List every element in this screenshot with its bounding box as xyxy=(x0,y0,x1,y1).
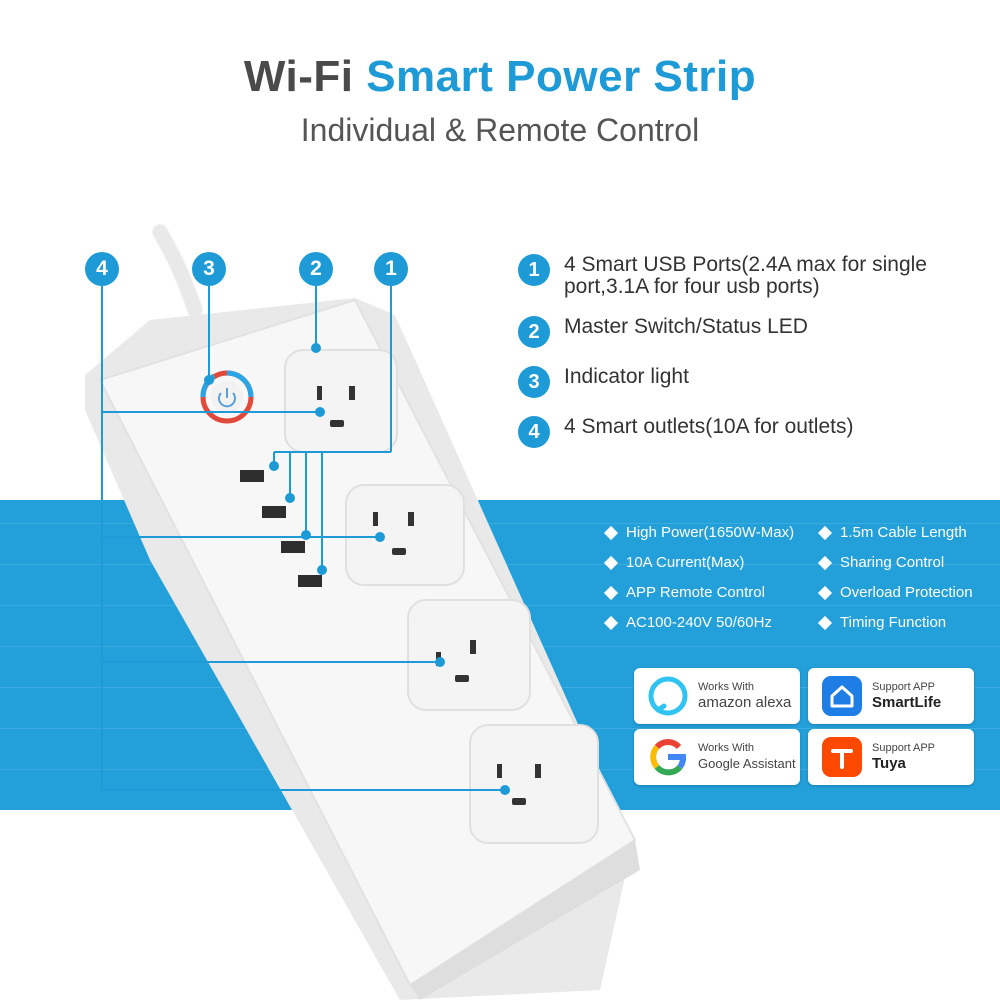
callout-list: 1 4 Smart USB Ports(2.4A max for single … xyxy=(518,252,988,464)
smartlife-badge-line1: Support APP xyxy=(872,680,935,693)
feature-text: 10A Current(Max) xyxy=(626,554,745,571)
google-badge: Works With Google Assistant xyxy=(634,729,800,785)
diamond-icon xyxy=(603,615,619,630)
feature-item: Timing Function xyxy=(817,614,1000,631)
leader-lines xyxy=(101,286,505,791)
alexa-badge: Works With amazon alexa xyxy=(634,668,800,724)
feature-list: High Power(1650W-Max) 1.5m Cable Length … xyxy=(603,524,1000,631)
callout-text: Indicator light xyxy=(564,365,689,388)
callout-text: 4 Smart USB Ports(2.4A max for single po… xyxy=(564,253,927,298)
feature-text: Sharing Control xyxy=(840,554,945,571)
marker-1: 1 xyxy=(374,252,408,286)
marker-4: 4 xyxy=(85,252,119,286)
smartlife-badge: Support APP SmartLife xyxy=(808,668,974,724)
feature-item: High Power(1650W-Max) xyxy=(603,524,820,541)
outlet-1 xyxy=(284,349,398,453)
google-logo xyxy=(650,739,686,776)
tuya-logo xyxy=(822,737,862,777)
outlet-2 xyxy=(345,484,465,586)
tuya-badge-line1: Support APP xyxy=(872,741,935,754)
smartlife-logo xyxy=(822,676,862,716)
diamond-icon xyxy=(603,585,619,600)
feature-text: APP Remote Control xyxy=(626,584,765,601)
feature-item: APP Remote Control xyxy=(603,584,820,601)
title-wifi: Wi-Fi xyxy=(243,52,354,101)
google-badge-line2: Google Assistant xyxy=(698,755,796,771)
callout-item: 1 4 Smart USB Ports(2.4A max for single … xyxy=(518,252,988,298)
google-badge-line1: Works With xyxy=(698,741,755,754)
callout-text: Master Switch/Status LED xyxy=(564,315,808,338)
alexa-badge-line1: Works With xyxy=(698,680,755,693)
alexa-badge-line2: amazon alexa xyxy=(698,693,792,711)
title-product: Smart Power Strip xyxy=(366,52,757,101)
feature-item: AC100-240V 50/60Hz xyxy=(603,614,820,631)
diamond-icon xyxy=(817,585,833,600)
callout-item: 3 Indicator light xyxy=(518,364,988,398)
feature-item: 10A Current(Max) xyxy=(603,554,820,571)
feature-item: Overload Protection xyxy=(817,584,1000,601)
diamond-icon xyxy=(603,525,619,540)
outlet-4 xyxy=(469,724,599,844)
feature-text: Overload Protection xyxy=(840,584,973,601)
alexa-logo xyxy=(648,676,688,716)
callout-number: 1 xyxy=(518,254,550,286)
callout-text: 4 Smart outlets(10A for outlets) xyxy=(564,415,854,438)
diamond-icon xyxy=(817,525,833,540)
feature-text: 1.5m Cable Length xyxy=(840,524,967,541)
feature-text: AC100-240V 50/60Hz xyxy=(626,614,772,631)
page-title: Wi-Fi Smart Power Strip xyxy=(0,52,1000,102)
power-cable xyxy=(153,225,202,317)
callout-number: 4 xyxy=(518,416,550,448)
diamond-icon xyxy=(603,555,619,570)
callout-number: 3 xyxy=(518,366,550,398)
feature-text: High Power(1650W-Max) xyxy=(626,524,795,541)
smartlife-badge-line2: SmartLife xyxy=(872,693,942,711)
page-subtitle: Individual & Remote Control xyxy=(300,112,700,148)
outlet-3 xyxy=(407,599,531,711)
callout-item: 2 Master Switch/Status LED xyxy=(518,314,988,348)
feature-item: Sharing Control xyxy=(817,554,1000,571)
tuya-badge-line2: Tuya xyxy=(872,754,906,772)
callout-item: 4 4 Smart outlets(10A for outlets) xyxy=(518,414,988,448)
marker-2: 2 xyxy=(299,252,333,286)
usb-ports xyxy=(240,470,322,587)
callout-number: 2 xyxy=(518,316,550,348)
diamond-icon xyxy=(817,615,833,630)
marker-3: 3 xyxy=(192,252,226,286)
feature-text: Timing Function xyxy=(840,614,947,631)
diamond-icon xyxy=(817,555,833,570)
tuya-badge: Support APP Tuya xyxy=(808,729,974,785)
feature-item: 1.5m Cable Length xyxy=(817,524,1000,541)
